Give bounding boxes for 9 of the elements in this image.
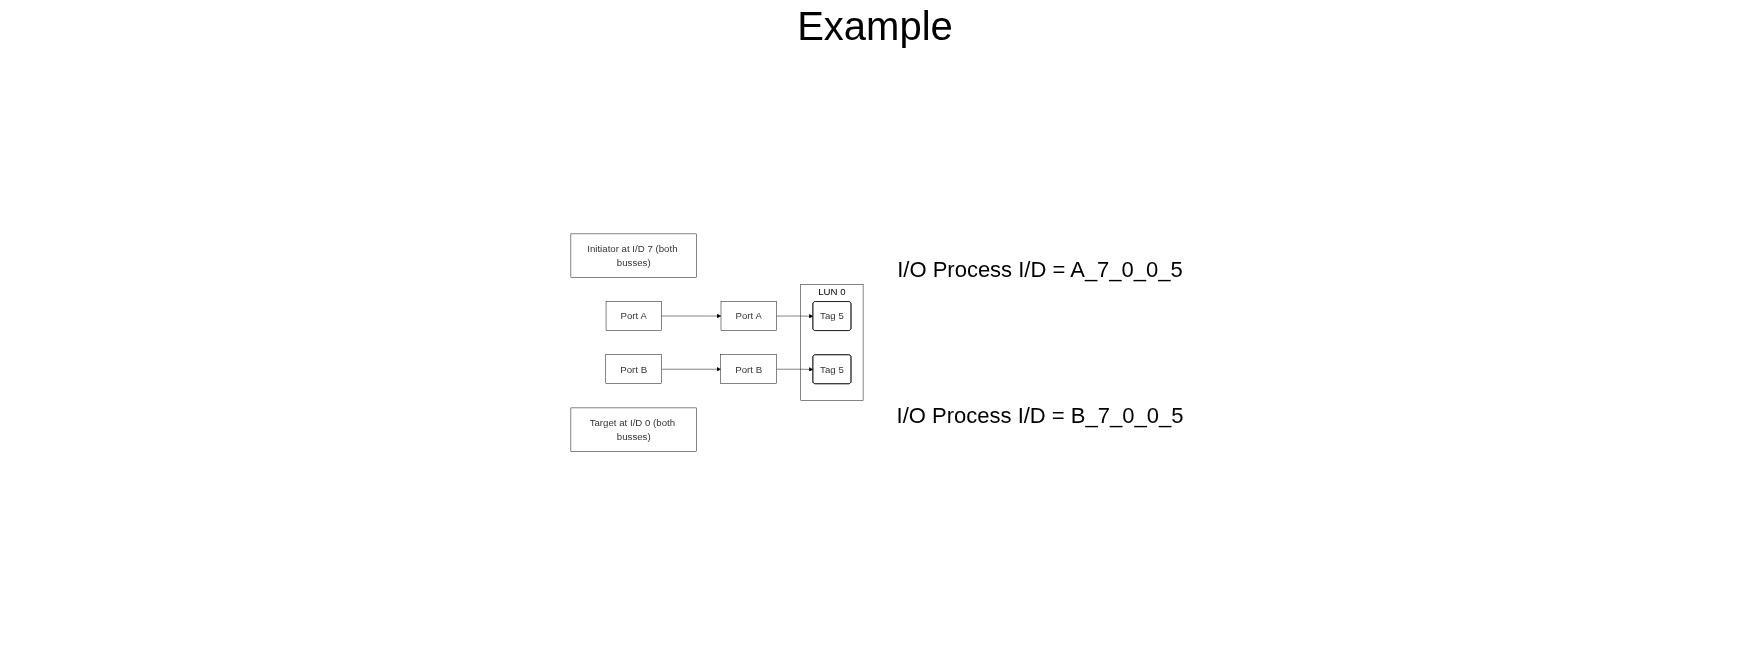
node-caption: I/O Process I/D = A_7_0_0_5 — [896, 257, 1184, 283]
node-box: Port A — [605, 301, 662, 332]
node-box: Port B — [605, 354, 662, 385]
diagram-title: Example — [796, 4, 954, 49]
node-box: Port A — [720, 301, 777, 332]
node-box: Port B — [720, 354, 777, 385]
node-caption: I/O Process I/D = B_7_0_0_5 — [896, 403, 1184, 429]
node-box: Target at I/D 0 (both busses) — [570, 408, 697, 452]
node-box: Initiator at I/D 7 (both busses) — [570, 234, 697, 278]
